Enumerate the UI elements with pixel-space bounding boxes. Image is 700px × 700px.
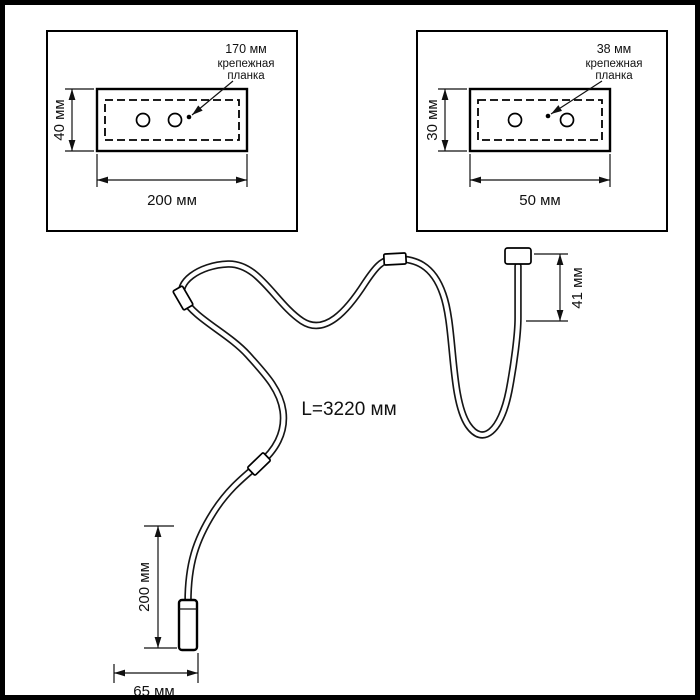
screw-hole <box>507 112 523 128</box>
mounting-slot-dashed <box>104 99 240 141</box>
cable-tube-outline <box>177 255 522 606</box>
right-mounting-plate-panel: 38 мм крепежная планка 30 мм 50 мм <box>416 30 668 232</box>
callout-label-line1: крепежная <box>586 58 643 70</box>
cable-coupling <box>382 252 408 266</box>
screw-hole <box>559 112 575 128</box>
width-dimension-label: 200 мм <box>147 192 197 209</box>
bottom-offset-dimension-label: 65 мм <box>133 683 174 695</box>
callout-leader <box>550 80 603 115</box>
flexible-cable-drawing: 41 мм L=3220 мм 200 мм 65 мм <box>113 247 586 695</box>
end-connector-cap <box>504 247 532 265</box>
callout-label-line1: крепежная <box>218 58 275 70</box>
width-dimension-label: 50 мм <box>519 192 560 209</box>
diagram-canvas: 170 мм крепежная планка 40 мм 200 мм 38 … <box>46 30 668 695</box>
reference-dot <box>186 114 192 120</box>
callout-leader <box>191 80 234 116</box>
bottom-height-dimension-label: 200 мм <box>136 562 153 612</box>
callout-label-line2: планка <box>227 70 265 82</box>
reference-dot <box>545 113 551 119</box>
panel-border <box>416 30 668 232</box>
mounting-slot-dashed <box>477 99 603 141</box>
cable-length-label: L=3220 мм <box>301 399 396 420</box>
screw-hole <box>167 112 183 128</box>
left-mounting-plate-panel: 170 мм крепежная планка 40 мм 200 мм <box>46 30 298 232</box>
callout-label-line2: планка <box>595 70 633 82</box>
screw-hole <box>135 112 151 128</box>
height-dimension-label: 30 мм <box>424 99 441 140</box>
cable-coupling <box>247 452 271 476</box>
height-dimension-label: 40 мм <box>51 99 68 140</box>
panel-border <box>46 30 298 232</box>
end-connector-dimension-label: 41 мм <box>569 267 586 308</box>
cable-coupling <box>172 285 194 311</box>
bottom-connector-body <box>177 598 199 652</box>
plate-outline <box>468 87 612 153</box>
callout-dimension: 38 мм <box>597 42 632 56</box>
callout-dimension: 170 мм <box>225 42 267 56</box>
